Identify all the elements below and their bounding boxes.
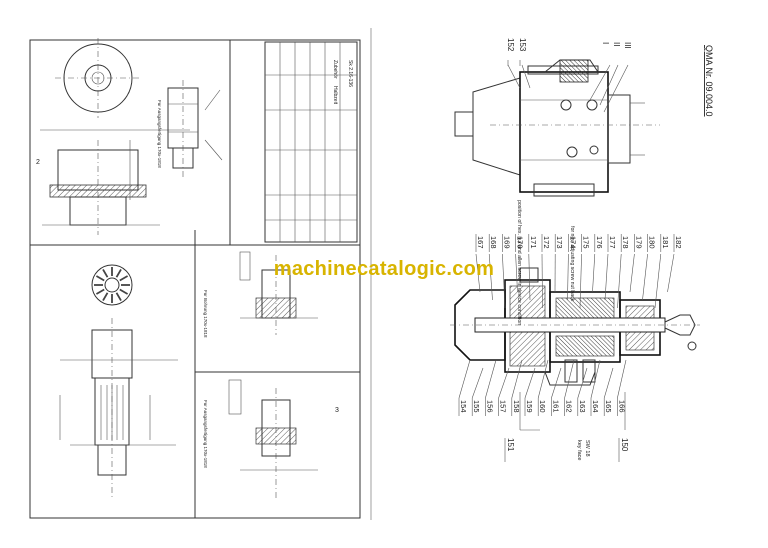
callout-162: 162 (565, 400, 574, 413)
callout-174: 174 (568, 236, 577, 249)
callout-158: 158 (512, 400, 521, 413)
callout-176: 176 (595, 236, 604, 249)
part-end-view (55, 38, 140, 118)
callout-164: 164 (591, 400, 600, 413)
right-component-sheet: 152 153 I II III QMA Nr. 09.004.0 (450, 38, 714, 462)
section-marker-III: III (623, 42, 632, 49)
title-block-row-3: Sk 2.16-136 (347, 60, 353, 87)
callout-172: 172 (542, 236, 551, 249)
callout-173: 173 (555, 236, 564, 249)
callout-178: 178 (621, 236, 630, 249)
document-number: QMA Nr. 09.004.0 (704, 45, 714, 117)
title-block: Zubehör Halbzeit Sk 2.16-136 (265, 42, 357, 242)
key-face-label: key face (576, 440, 582, 460)
callout-167: 167 (476, 236, 485, 249)
view-caption-3: Fur Ausgangsfertigung 170x-1818 (203, 400, 208, 468)
callout-157: 157 (499, 400, 508, 413)
callout-154: 154 (459, 400, 468, 413)
callout-168: 168 (489, 236, 498, 249)
part-hub-view (60, 265, 178, 500)
section-marker-II: II (612, 42, 621, 46)
callout-181: 181 (661, 236, 670, 249)
group-callout-151: 151 (506, 438, 515, 452)
title-block-row-1: Zubehör (332, 60, 338, 79)
title-block-row-2: Halbzeit (332, 86, 338, 105)
section-marker-I: I (601, 42, 610, 44)
callout-152: 152 (506, 38, 515, 52)
callout-163: 163 (578, 400, 587, 413)
callout-180: 180 (648, 236, 657, 249)
part-sleeve-views: Fur Bohrung 170x-1818 Fur Ausgangsfertig… (203, 252, 339, 500)
view-caption-2: Fur Bohrung 170x-1818 (203, 290, 208, 338)
callout-171: 171 (529, 236, 538, 249)
assembly-top-view: 152 153 I II III (455, 38, 660, 196)
callout-159: 159 (525, 400, 534, 413)
callout-160: 160 (538, 400, 547, 413)
part-flange-view: 2 (36, 140, 160, 235)
callout-155: 155 (472, 400, 481, 413)
view-caption-1: Fur Ausgangsfertigung 170x-1818 (157, 100, 162, 168)
callout-182: 182 (674, 236, 683, 249)
callout-169: 169 (502, 236, 511, 249)
key-face-value: SW 18 (584, 440, 590, 457)
callout-179: 179 (634, 236, 643, 249)
callout-177: 177 (608, 236, 617, 249)
group-callout-150: 150 (620, 438, 629, 452)
callout-156: 156 (485, 400, 494, 413)
callout-153: 153 (518, 38, 527, 52)
callout-161: 161 (551, 400, 560, 413)
callout-175: 175 (582, 236, 591, 249)
watermark-text: machinecatalogic.com (0, 258, 768, 281)
callout-165: 165 (604, 400, 613, 413)
section-label-3: 3 (335, 407, 339, 414)
callout-170: 170 (516, 236, 525, 249)
section-label-2: 2 (36, 159, 40, 166)
